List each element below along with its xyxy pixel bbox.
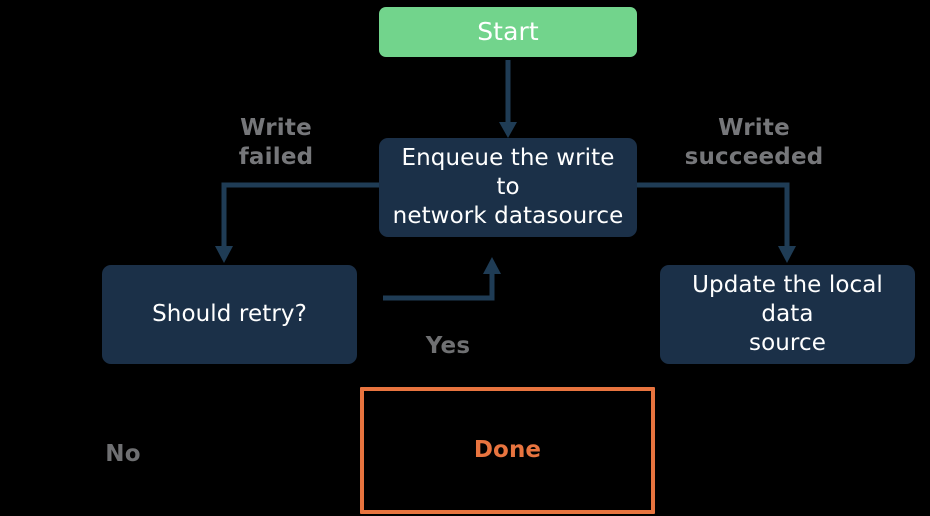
node-start-label: Start [477,17,539,47]
edge-label-write-failed: Write failed [238,115,314,171]
edge-label-no: No [105,441,141,467]
edge-label-write-succeeded: Write succeeded [684,115,824,171]
edge-enqueue-to-update-local [637,182,796,263]
edge-label-yes: Yes [425,333,471,359]
node-update-local-data-source[interactable]: Update the local data source [660,265,915,364]
node-done[interactable]: Done [360,387,655,514]
node-enqueue-write-label: Enqueue the write to network datasource [392,145,624,229]
node-start[interactable]: Start [379,7,637,57]
node-should-retry[interactable]: Should retry? [102,265,357,364]
node-update-local-data-source-label: Update the local data source [692,272,883,356]
edge-start-to-enqueue [499,60,517,138]
node-enqueue-write[interactable]: Enqueue the write to network datasource [379,138,637,237]
node-done-label: Done [473,437,542,464]
node-should-retry-label: Should retry? [152,301,307,328]
edge-enqueue-to-should-retry [215,182,379,263]
edge-should-retry-to-enqueue [383,257,501,301]
